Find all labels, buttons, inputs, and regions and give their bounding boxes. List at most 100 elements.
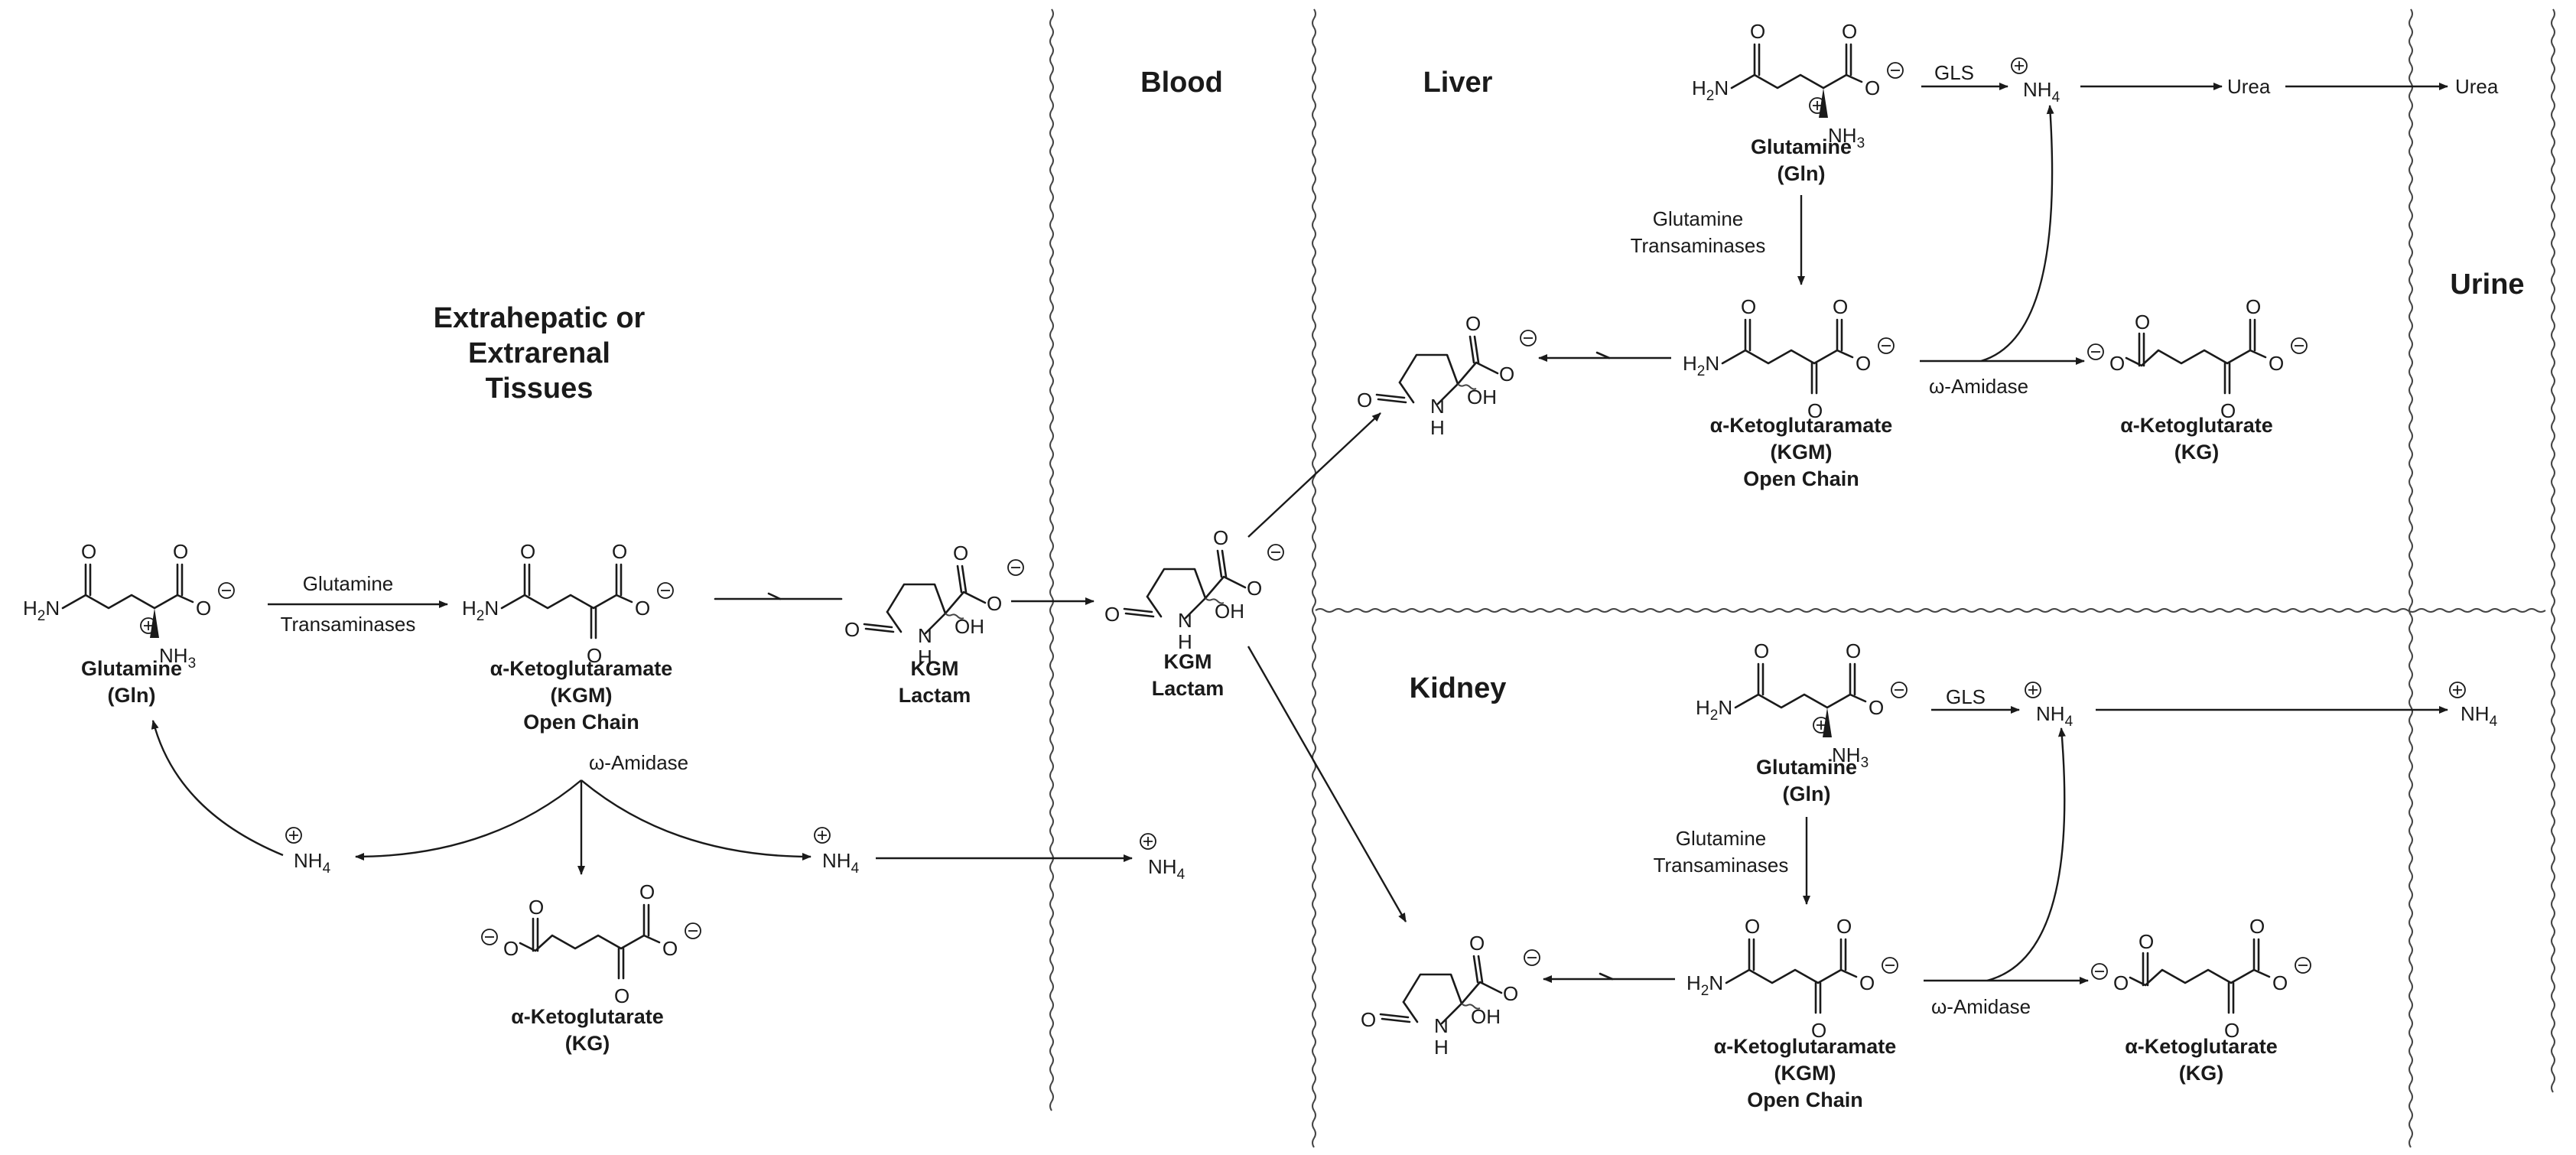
kgm-liver-name: α-Ketoglutaramate — [1710, 414, 1893, 437]
lactam-extra-structure: O N H OH O O — [844, 542, 1024, 669]
gln-kidney-carboxylate-o: O — [1869, 696, 1884, 719]
gls-liver-label: GLS — [1934, 61, 1974, 84]
lactam-extra-carboxylate-o: O — [987, 592, 1002, 615]
lactam-liver-oh: OH — [1467, 386, 1497, 408]
kg-kidney-o1: O — [2113, 971, 2129, 994]
nh4-recycle-to-gln-arrow — [151, 720, 284, 857]
nh4-kidney-label: NH4 — [2036, 702, 2073, 730]
region-kidney: Kidney — [1410, 672, 1507, 704]
nh4-extra-right: NH4 — [814, 827, 860, 877]
kgm-liver-open: Open Chain — [1743, 467, 1859, 490]
nh4-extra-right-label: NH4 — [822, 849, 860, 877]
gln-liver-acid-o: O — [1842, 20, 1857, 43]
kg-kidney-structure: O O O O O — [2091, 915, 2311, 1042]
nh4-extra-left: NH4 — [285, 827, 331, 877]
kgm-extra-carboxylate-o: O — [635, 597, 650, 620]
gln-liver-structure: O O O H2N NH3 — [1692, 20, 1904, 151]
region-extra-line3: Tissues — [486, 373, 594, 405]
region-extra-line2: Extrarenal — [468, 337, 610, 369]
kgm-kidney-amide-o: O — [1745, 915, 1760, 938]
trans-extra-label-1: Glutamine — [303, 572, 394, 595]
kg-extra-o4: O — [662, 937, 678, 960]
gln-extra-nh3: NH3 — [159, 644, 196, 672]
separator-organs-urine — [2408, 8, 2413, 1148]
amidase-liver-to-nh4-arrow — [1980, 105, 2054, 363]
equilibrium-liver-arrow — [1538, 351, 1671, 362]
region-titles: Extrahepatic or Extrarenal Tissues Blood… — [434, 67, 2525, 704]
kg-extra-o2: O — [529, 896, 544, 919]
kg-extra-keto-o: O — [614, 984, 629, 1007]
trans-liver-label-2: Transaminases — [1631, 234, 1766, 257]
kg-extra-o3: O — [639, 880, 655, 903]
lactam-extra-ring-n: N — [918, 624, 932, 647]
kgm-extra-structure: O O O O H2N — [462, 540, 674, 667]
equilibrium-extra-arrow — [714, 592, 843, 600]
separator-right-edge — [2551, 8, 2555, 1093]
kg-extra-abbr: (KG) — [565, 1032, 610, 1055]
gln-kidney-abbr: (Gln) — [1783, 782, 1831, 805]
lactam-kidney-structure: O N H OH O O — [1361, 932, 1540, 1059]
gln-extra-carboxylate-o: O — [196, 597, 211, 620]
lactam-extra-ring-h: H — [918, 646, 932, 669]
region-liver: Liver — [1423, 67, 1493, 99]
gln-kidney-amide-o: O — [1754, 639, 1769, 662]
nh4-blood: NH4 — [1140, 833, 1186, 883]
gln-kidney-structure: O O O H2N NH3 — [1696, 639, 1908, 771]
lactam-blood-acid-o: O — [1213, 526, 1228, 549]
kg-extra-structure: O O O O O — [481, 880, 701, 1007]
kgm-extra-h2n: H2N — [462, 597, 499, 624]
nh4-urine-label: NH4 — [2461, 702, 2498, 730]
kg-liver-name: α-Ketoglutarate — [2120, 414, 2273, 437]
kgm-liver-abbr: (KGM) — [1771, 441, 1833, 464]
nh4-liver-label: NH4 — [2023, 78, 2060, 106]
blood-to-kidney-arrow — [1247, 646, 1407, 922]
lactam-extra-name-1: KGM — [911, 657, 959, 680]
lactam-extra-acid-o: O — [953, 542, 968, 564]
gln-liver-name: Glutamine — [1751, 135, 1852, 158]
lactam-blood-name-1: KGM — [1164, 650, 1212, 673]
gln-extra-structure: O O O H2N NH3 — [23, 540, 235, 672]
kg-liver-keto-o: O — [2220, 399, 2236, 422]
kgm-kidney-acid-o: O — [1836, 915, 1852, 938]
nh4-liver: NH4 — [2011, 57, 2060, 106]
kgm-liver-structure: O O O O H2N — [1683, 295, 1895, 422]
lactam-kidney-ring-h: H — [1434, 1036, 1449, 1059]
kg-kidney-o3: O — [2249, 915, 2265, 938]
lactam-kidney-oh: OH — [1471, 1005, 1501, 1028]
gln-extra-name: Glutamine — [81, 657, 182, 680]
kgm-extra-acid-o: O — [612, 540, 627, 563]
kgm-liver-keto-o: O — [1807, 399, 1823, 422]
kg-kidney-name: α-Ketoglutarate — [2125, 1035, 2278, 1058]
kgm-kidney-keto-o: O — [1811, 1019, 1826, 1042]
blood-to-liver-arrow — [1247, 412, 1381, 538]
trans-kidney-label-2: Transaminases — [1654, 854, 1789, 877]
trans-kidney-label-1: Glutamine — [1676, 827, 1767, 850]
lactam-kidney-ring-o: O — [1361, 1008, 1376, 1031]
lactam-liver-carboxylate-o: O — [1499, 363, 1514, 386]
kgm-extra-abbr: (KGM) — [551, 684, 613, 707]
lactam-liver-acid-o: O — [1465, 312, 1481, 335]
gln-kidney-nh3: NH3 — [1832, 743, 1869, 771]
separator-extra-blood — [1049, 8, 1054, 1111]
amidase-extra-to-nh4-left — [355, 779, 582, 861]
kg-liver-o1: O — [2109, 352, 2125, 375]
lactam-blood-ring-o: O — [1104, 603, 1120, 626]
kgm-kidney-open: Open Chain — [1747, 1088, 1863, 1111]
kg-extra-o1: O — [503, 937, 519, 960]
kgm-kidney-h2n: H2N — [1686, 971, 1723, 999]
kgm-kidney-carboxylate-o: O — [1859, 971, 1875, 994]
nh4-urine: NH4 — [2449, 682, 2498, 730]
lactam-liver-ring-n: N — [1430, 395, 1445, 418]
region-blood: Blood — [1140, 67, 1223, 99]
lactam-extra-ring-o: O — [844, 618, 860, 641]
amidase-extra-to-nh4-right — [581, 779, 812, 861]
gln-extra-abbr: (Gln) — [108, 684, 156, 707]
lactam-blood-ring-h: H — [1178, 630, 1192, 653]
amidase-extra-arrows — [355, 779, 812, 875]
urea-liver: Urea — [2227, 75, 2271, 98]
gln-liver-amide-o: O — [1750, 20, 1765, 43]
kgm-kidney-name: α-Ketoglutaramate — [1714, 1035, 1897, 1058]
separator-blood-organs — [1312, 8, 1316, 1148]
kg-liver-abbr: (KG) — [2174, 441, 2219, 464]
